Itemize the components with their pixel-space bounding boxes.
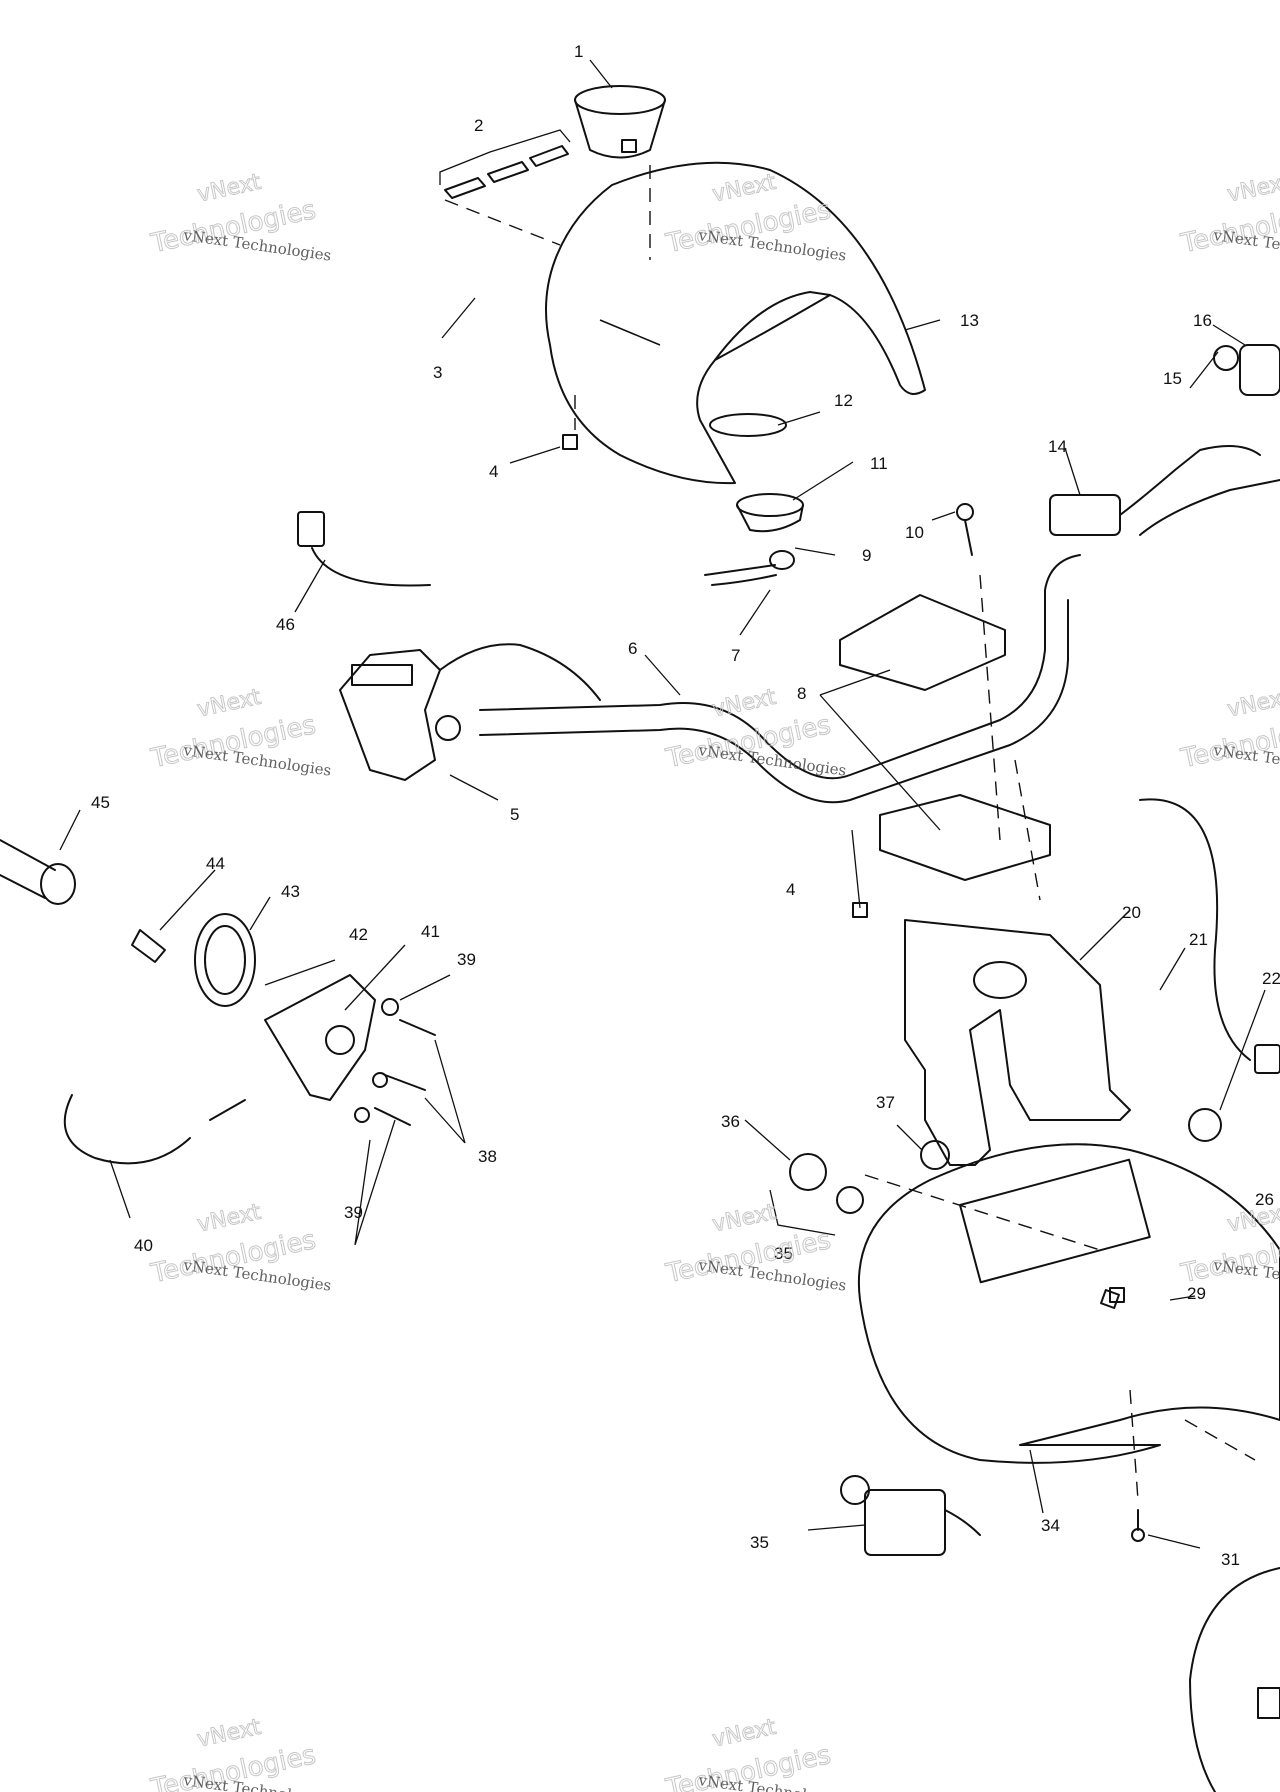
callout-41: 41 (421, 922, 440, 941)
callout-12: 12 (834, 391, 853, 410)
callout-43: 43 (281, 882, 300, 901)
leader-lines (59, 59, 1266, 1549)
part-10-screw (956, 503, 974, 556)
callout-39-lower: 39 (344, 1203, 363, 1222)
callout-6: 6 (628, 639, 637, 658)
part-13-headlight-hood (545, 161, 926, 485)
callout-20: 20 (1122, 903, 1141, 922)
callout-37: 37 (876, 1093, 895, 1112)
callout-11: 11 (870, 454, 888, 473)
callout-40: 40 (134, 1236, 153, 1255)
svg-text:vNext: vNext (195, 1715, 263, 1753)
callout-2: 2 (474, 116, 483, 135)
part-4-clip (562, 434, 868, 918)
callout-1: 1 (574, 42, 583, 61)
part-40-cable (63, 1094, 246, 1165)
part-12-11-headlight-rings (709, 413, 804, 533)
callout-14: 14 (1048, 437, 1067, 456)
callout-9: 9 (862, 546, 871, 565)
part-1-gauge (574, 85, 666, 159)
part-36-37-grommets (789, 1140, 950, 1214)
alignment-lines (444, 165, 1256, 1501)
callout-16: 16 (1193, 311, 1212, 330)
part-46-connector (297, 511, 431, 587)
callout-5: 5 (510, 805, 519, 824)
callout-10: 10 (905, 523, 924, 542)
part-8-handlebar-clamps (839, 594, 1051, 881)
callout-34: 34 (1041, 1516, 1060, 1535)
callout-35: 35 (774, 1244, 793, 1263)
part-45-cylinder (0, 839, 76, 905)
svg-text:vNext: vNext (195, 685, 263, 723)
callout-3: 3 (433, 363, 442, 382)
svg-text:vNext: vNext (1225, 170, 1280, 208)
part-14-brake-master-cylinder (1049, 445, 1280, 536)
callout-4-lower: 4 (786, 880, 795, 899)
part-9-7-bulb-socket (704, 550, 795, 586)
callout-44: 44 (206, 854, 225, 873)
part-21-22-26-components (1139, 798, 1280, 1142)
svg-text:vNext: vNext (195, 1200, 263, 1238)
callout-13: 13 (960, 311, 979, 330)
svg-text:vNext: vNext (1225, 685, 1280, 723)
svg-text:vNext: vNext (710, 685, 778, 723)
callout-21: 21 (1189, 930, 1208, 949)
callout-36: 36 (721, 1112, 740, 1131)
part-15-16-switch (1213, 344, 1280, 396)
svg-text:vNext: vNext (1225, 1200, 1280, 1238)
part-38-39-bolts (354, 998, 436, 1126)
part-lower-right-cover (1189, 1567, 1280, 1792)
callout-46: 46 (276, 615, 295, 634)
svg-text:vNext: vNext (710, 170, 778, 208)
part-35-switch-assembly (840, 1475, 981, 1556)
svg-text:vNext: vNext (710, 1715, 778, 1753)
watermarks: vNext Technologies vNext Technologies vN… (147, 169, 1280, 1792)
part-41-42-plate (264, 974, 376, 1101)
callout-38: 38 (478, 1147, 497, 1166)
part-5-throttle-control (339, 643, 601, 781)
callout-29: 29 (1187, 1284, 1206, 1303)
part-31-29-fasteners (1100, 1287, 1145, 1542)
callout-labels: 1 2 3 4 4 5 6 7 8 9 10 11 12 13 14 15 16… (91, 42, 1280, 1569)
part-6-handlebar (479, 554, 1081, 804)
part-34-lower-console (857, 1143, 1280, 1464)
callout-35-lower: 35 (750, 1533, 769, 1552)
callout-4: 4 (489, 462, 498, 481)
callout-31: 31 (1221, 1550, 1240, 1569)
svg-text:vNext: vNext (710, 1200, 778, 1238)
callout-15: 15 (1163, 369, 1182, 388)
part-20-mounting-bracket (904, 919, 1131, 1166)
callout-7: 7 (731, 646, 740, 665)
callout-39-upper: 39 (457, 950, 476, 969)
callout-8: 8 (797, 684, 806, 703)
callout-26: 26 (1255, 1190, 1274, 1209)
svg-text:vNext: vNext (195, 170, 263, 208)
callout-22: 22 (1262, 969, 1280, 988)
callout-42: 42 (349, 925, 368, 944)
callout-45: 45 (91, 793, 110, 812)
part-2-indicator-lights (439, 129, 571, 199)
part-44-43-fitting-ring (131, 913, 256, 1007)
